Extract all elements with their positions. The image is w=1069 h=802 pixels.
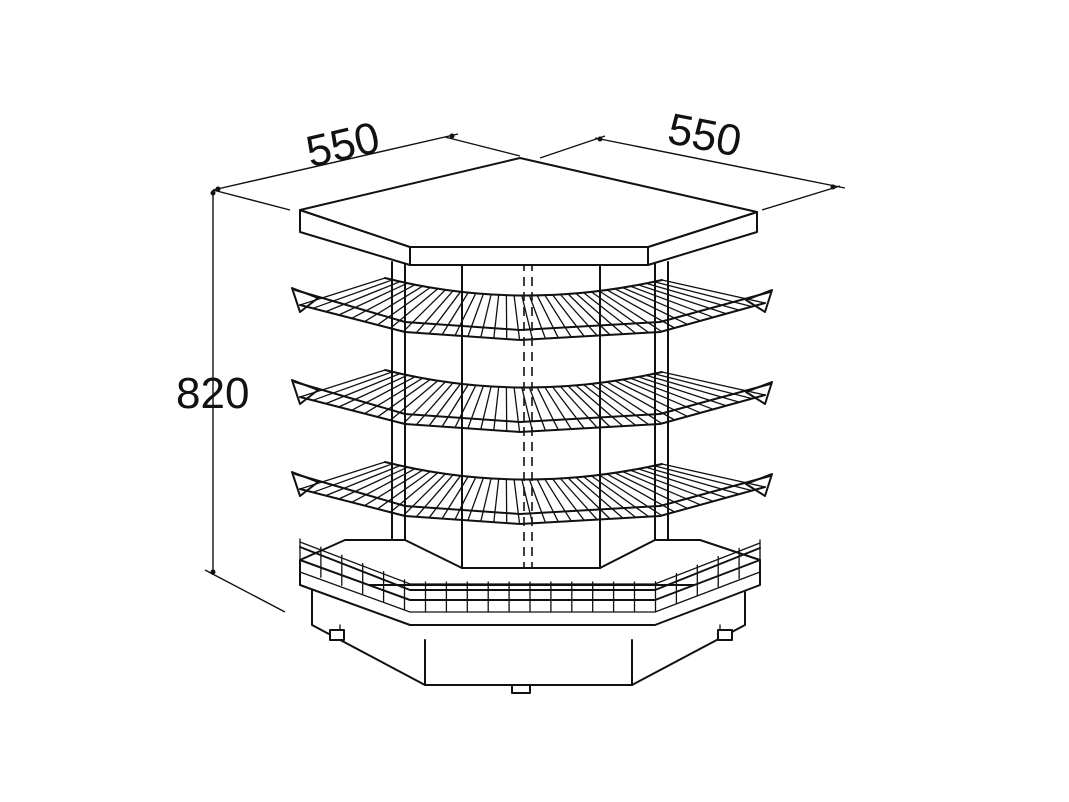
- bottom-basket-tray: [299, 538, 761, 626]
- dimension-lines: [204, 133, 846, 613]
- foot: [511, 684, 531, 694]
- wire-shelves: [291, 277, 773, 525]
- width-right-label: 550: [664, 104, 745, 166]
- wire-shelf: [291, 369, 773, 433]
- height-label: 820: [176, 369, 249, 418]
- wire-shelf: [291, 277, 773, 341]
- foot: [717, 629, 733, 641]
- width-left-label: 550: [302, 113, 385, 177]
- top-counter: [299, 157, 758, 266]
- foot: [329, 629, 345, 641]
- wire-shelf: [291, 461, 773, 525]
